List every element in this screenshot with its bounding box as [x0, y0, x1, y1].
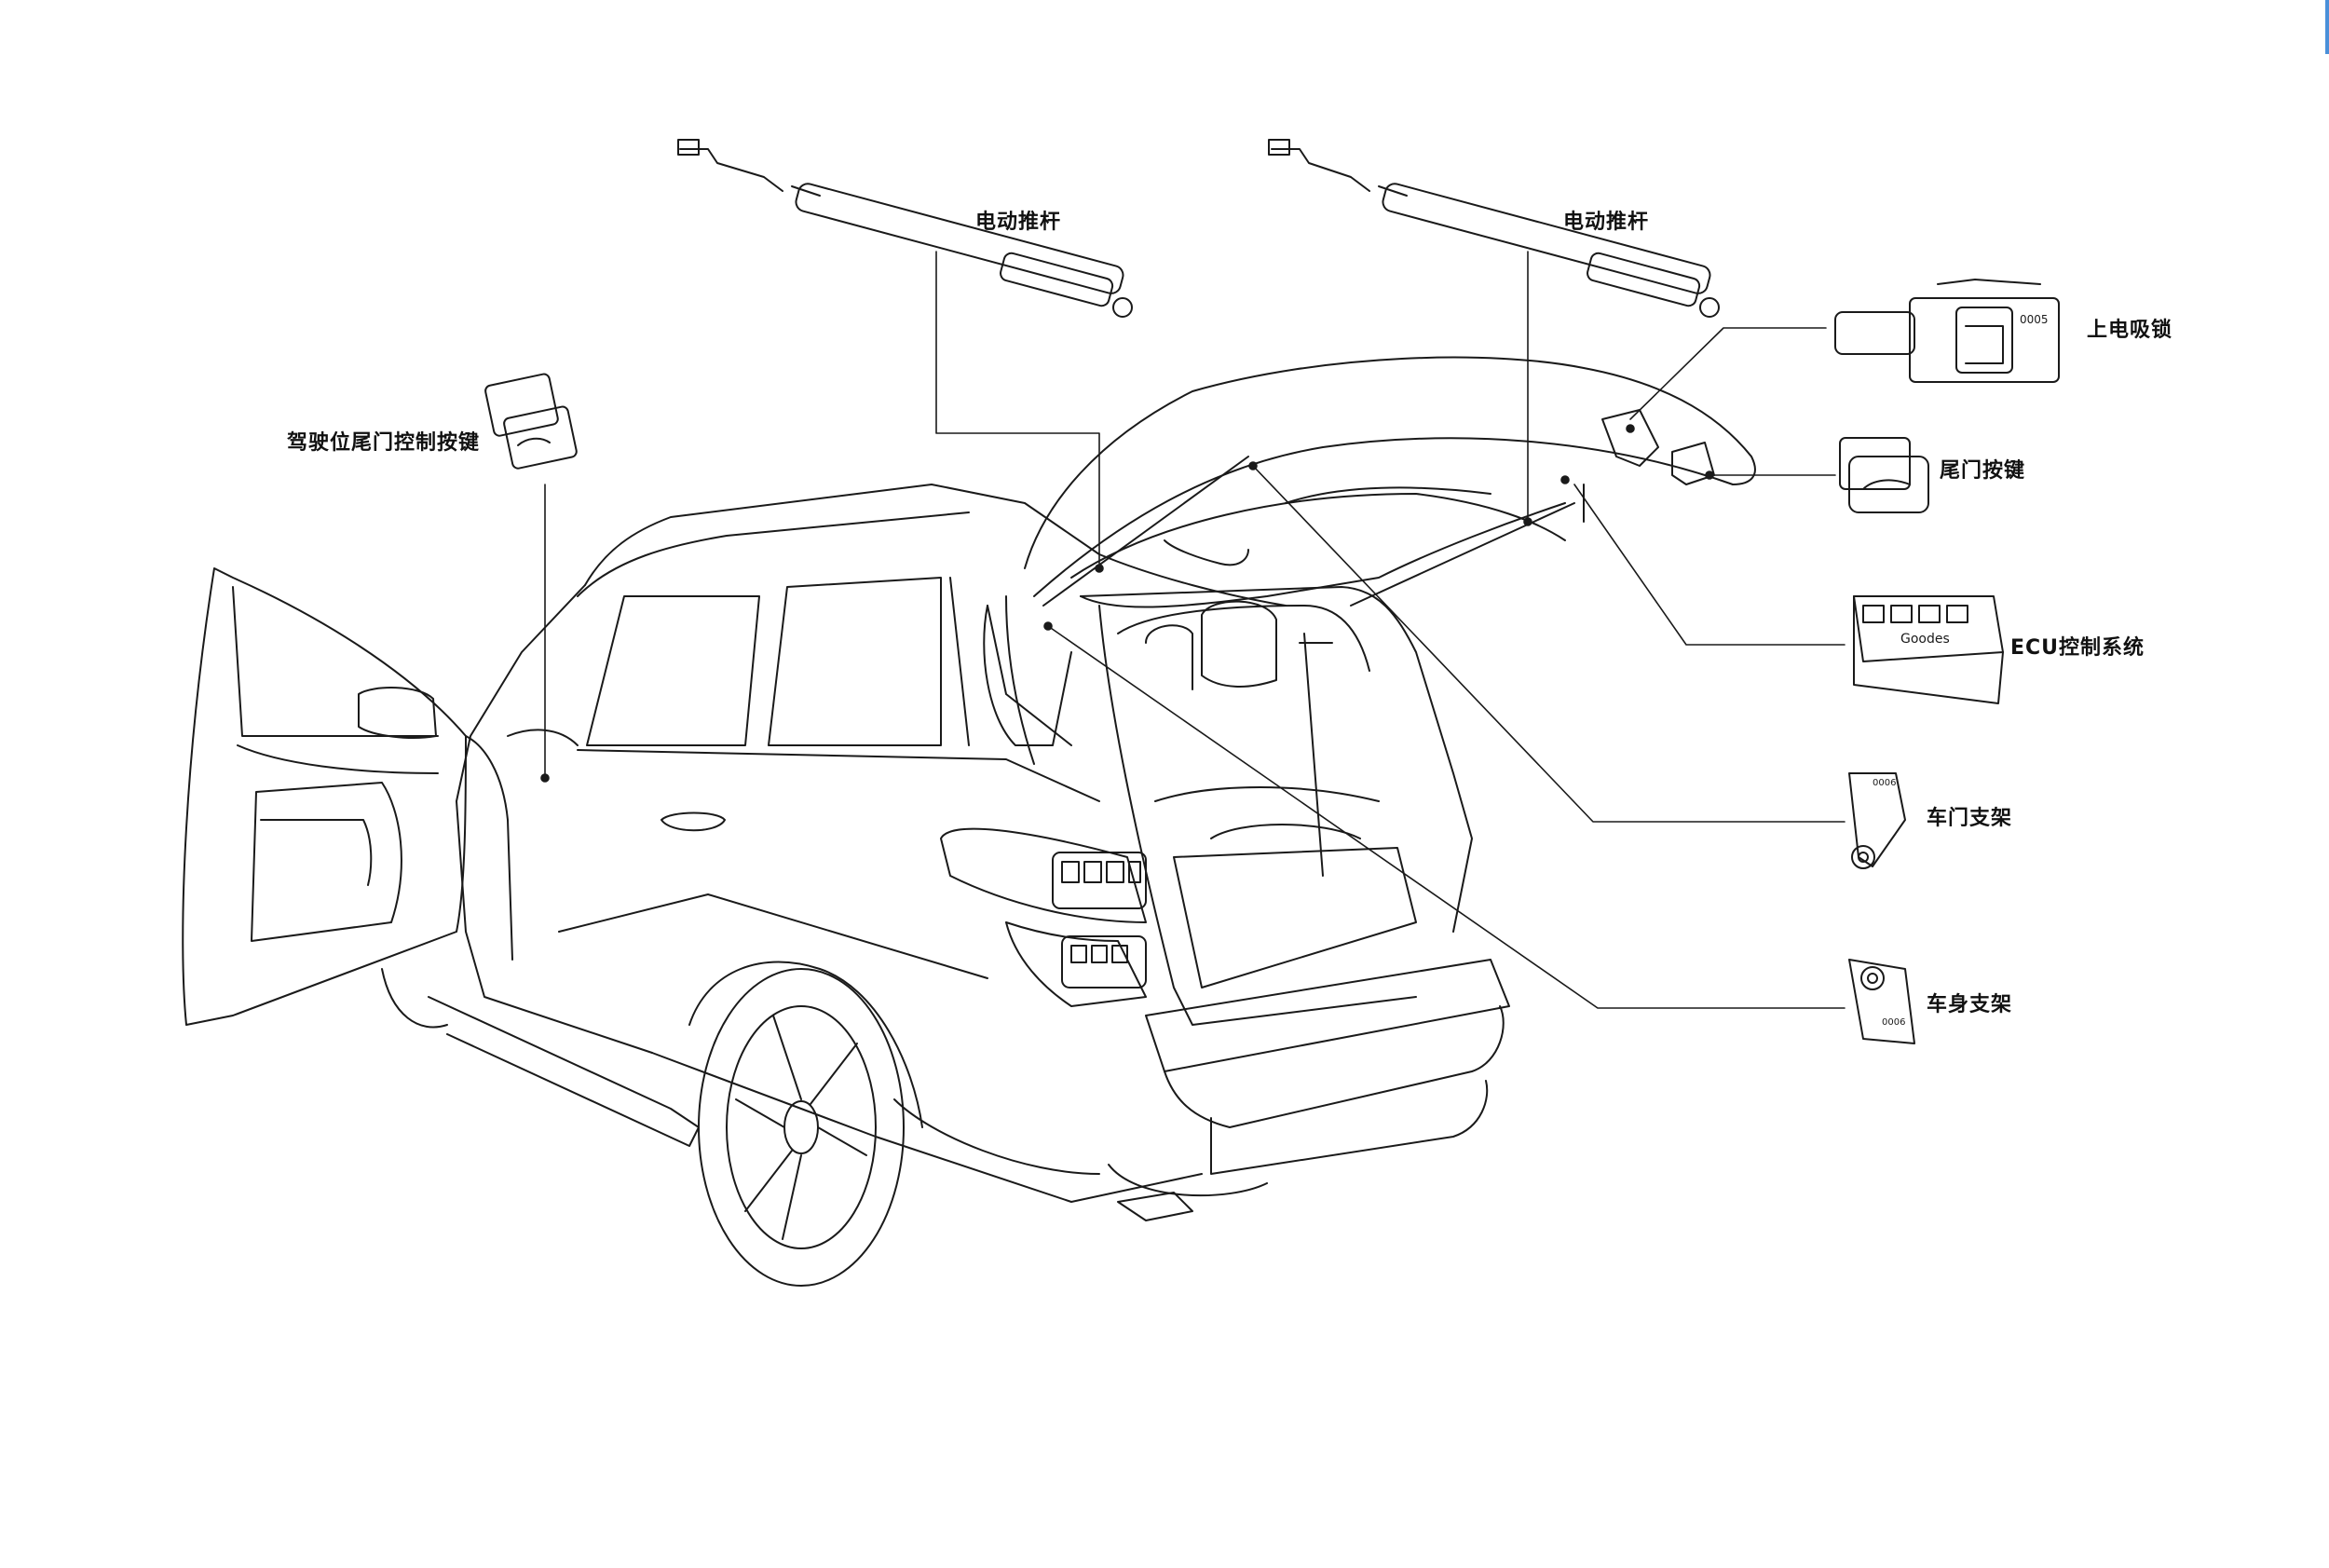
- label-electric-strut-left: 电动推杆: [975, 211, 1062, 234]
- tailgate-illustration: [1024, 356, 1756, 608]
- leader-door-bracket: [1252, 465, 1845, 823]
- strut-component-left: [677, 139, 1133, 318]
- ecu-component: Goodes: [1853, 595, 2004, 704]
- suv-illustration: [182, 484, 1510, 1287]
- leader-suction-lock: [1629, 327, 1827, 420]
- label-tailgate-switch: 尾门按键: [1940, 459, 2026, 483]
- tailgate-switch-component: [1839, 437, 1929, 513]
- edge-marker: [2325, 0, 2329, 54]
- leader-body-bracket: [1047, 625, 1845, 1009]
- driver-switch-component: [484, 373, 578, 470]
- lock-code-text: 0005: [2020, 313, 2049, 326]
- door-bracket-code: 0006: [1873, 778, 1896, 788]
- suction-lock-component: 0005: [1834, 279, 2060, 383]
- leader-lines: [540, 251, 1845, 1009]
- leader-ecu: [1573, 484, 1845, 646]
- body-bracket-component: 0006: [1848, 959, 1915, 1044]
- body-bracket-code: 0006: [1882, 1017, 1905, 1028]
- leader-strut-left: [935, 251, 1100, 569]
- label-body-bracket: 车身支架: [1927, 993, 2013, 1016]
- label-electric-strut-right: 电动推杆: [1563, 211, 1650, 234]
- label-ecu-control-system: ECU控制系统: [2010, 636, 2145, 660]
- label-suction-lock: 上电吸锁: [2087, 319, 2173, 342]
- ecu-brand-text: Goodes: [1900, 632, 1950, 647]
- strut-component-right: [1268, 139, 1720, 318]
- door-bracket-component: 0006: [1848, 772, 1906, 869]
- label-driver-tailgate-switch: 驾驶位尾门控制按键: [287, 431, 481, 455]
- label-door-bracket: 车门支架: [1927, 807, 2013, 830]
